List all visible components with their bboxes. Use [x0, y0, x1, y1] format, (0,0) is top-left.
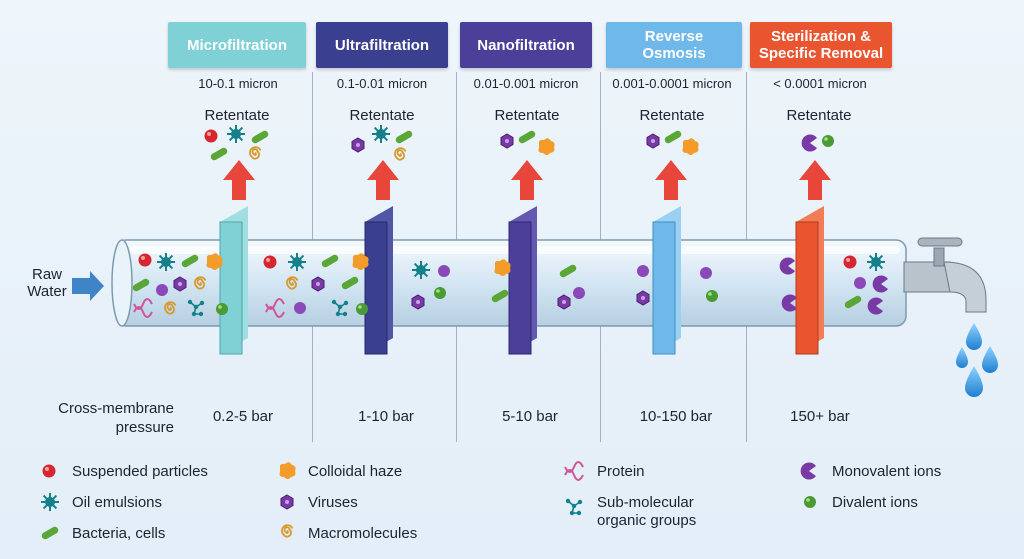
bacteria-icon	[209, 146, 229, 162]
legend-label: Colloidal haze	[308, 463, 403, 480]
range-ultrafiltration: 0.1-0.01 micron	[336, 76, 428, 91]
legend-protein-icon	[564, 461, 584, 481]
pressure-ultrafiltration: 1-10 bar	[358, 408, 414, 425]
membrane-nanofiltration	[508, 206, 537, 355]
legend-colloidal-haze-icon	[279, 462, 296, 479]
oil-emulsion-icon	[411, 260, 431, 280]
membrane-sterilization	[795, 206, 824, 355]
monovalent-ion-icon	[700, 267, 712, 279]
stage-header-sterilization-text: Sterilization & Specific Removal	[758, 28, 884, 62]
legend-divalent-ion-icon	[804, 496, 816, 508]
virus-icon	[636, 290, 650, 306]
legend-label: Bacteria, cells	[72, 525, 166, 542]
divalent-ion-icon	[706, 290, 718, 302]
stage-header-reverse-osmosis: Reverse Osmosis	[606, 22, 742, 68]
virus-icon	[557, 294, 571, 310]
faucet-icon	[903, 237, 987, 313]
legend-label: Divalent ions	[832, 494, 918, 511]
range-microfiltration: 10-0.1 micron	[198, 76, 278, 91]
retentate-arrow-icon	[799, 160, 831, 200]
pressure-sterilization: 150+ bar	[790, 408, 850, 425]
stage-header-nanofiltration: Nanofiltration	[460, 22, 592, 68]
bacteria-icon	[394, 129, 414, 145]
suspended-particle-icon	[138, 253, 152, 267]
membrane-reverse-osmosis	[652, 206, 681, 355]
oil-emulsion-icon	[226, 124, 246, 144]
legend-label: Viruses	[308, 494, 358, 511]
virus-icon	[500, 133, 514, 149]
divalent-ion-icon	[356, 303, 368, 315]
bacteria-icon	[663, 129, 683, 145]
virus-icon	[411, 294, 425, 310]
macromolecule-icon	[249, 146, 262, 160]
stage-header-sterilization: Sterilization & Specific Removal	[750, 22, 892, 68]
retentate-label: Retentate	[349, 107, 415, 124]
retentate-label: Retentate	[639, 107, 705, 124]
membrane-microfiltration	[219, 206, 248, 355]
membrane-ultrafiltration	[364, 206, 393, 355]
pressure-label: Cross-membrane pressure	[58, 400, 174, 436]
oil-emulsion-icon	[866, 252, 886, 272]
legend-label: Sub-molecular organic groups	[597, 494, 697, 529]
stage-header-reverse-osmosis-text: Reverse Osmosis	[642, 28, 706, 62]
legend-label: Protein	[597, 463, 645, 480]
legend-label: Macromolecules	[308, 525, 418, 542]
suspended-particle-icon	[843, 255, 857, 269]
legend-label: Suspended particles	[72, 463, 208, 480]
monovalent-ion-icon	[438, 265, 450, 277]
pressure-nanofiltration: 5-10 bar	[502, 408, 558, 425]
bacteria-icon	[250, 129, 270, 145]
monovalent-ion-icon	[801, 134, 817, 152]
legend-monovalent-ion-icon	[800, 462, 816, 480]
retentate-label: Retentate	[494, 107, 560, 124]
stage-header-microfiltration: Microfiltration	[168, 22, 306, 68]
monovalent-ion-icon	[854, 277, 866, 289]
monovalent-ion-icon	[294, 302, 306, 314]
divalent-ion-icon	[822, 135, 834, 147]
colloidal-haze-icon	[538, 138, 555, 155]
legend-organic-group-icon	[564, 497, 584, 517]
legend-virus-icon	[280, 494, 294, 510]
monovalent-ion-icon	[637, 265, 649, 277]
range-sterilization: < 0.0001 micron	[773, 76, 867, 91]
retentate-label: Retentate	[204, 107, 270, 124]
water-drops-icon	[956, 323, 998, 397]
legend-label: Monovalent ions	[832, 463, 942, 480]
monovalent-ion-icon	[156, 284, 168, 296]
legend-label: Oil emulsions	[72, 494, 163, 511]
virus-icon	[173, 276, 187, 292]
oil-emulsion-icon	[371, 124, 391, 144]
raw-water-arrow	[72, 271, 104, 301]
virus-icon	[311, 276, 325, 292]
retentate-arrow-icon	[223, 160, 255, 200]
range-reverse-osmosis: 0.001-0.0001 micron	[612, 76, 732, 91]
pressure-reverse-osmosis: 10-150 bar	[639, 408, 713, 425]
legend-oil-emulsion-icon	[40, 492, 60, 512]
virus-icon	[351, 137, 365, 153]
retentate-arrow-icon	[511, 160, 543, 200]
oil-emulsion-icon	[287, 252, 307, 272]
retentate-arrow-icon	[655, 160, 687, 200]
legend-bacteria-icon	[40, 525, 60, 541]
macromolecule-icon	[394, 147, 407, 161]
suspended-particle-icon	[204, 129, 218, 143]
monovalent-ion-icon	[573, 287, 585, 299]
raw-water-label: Raw Water	[27, 266, 67, 300]
suspended-particle-icon	[263, 255, 277, 269]
pressure-microfiltration: 0.2-5 bar	[212, 408, 274, 425]
oil-emulsion-icon	[156, 252, 176, 272]
divalent-ion-icon	[216, 303, 228, 315]
divalent-ion-icon	[434, 287, 446, 299]
retentate-arrow-icon	[367, 160, 399, 200]
legend-suspended-particle-icon	[42, 464, 56, 478]
legend-macromolecule-icon	[281, 524, 294, 538]
retentate-label: Retentate	[786, 107, 852, 124]
colloidal-haze-icon	[682, 138, 699, 155]
range-nanofiltration: 0.01-0.001 micron	[473, 76, 579, 91]
stage-header-ultrafiltration: Ultrafiltration	[316, 22, 448, 68]
bacteria-icon	[517, 129, 537, 145]
virus-icon	[646, 133, 660, 149]
